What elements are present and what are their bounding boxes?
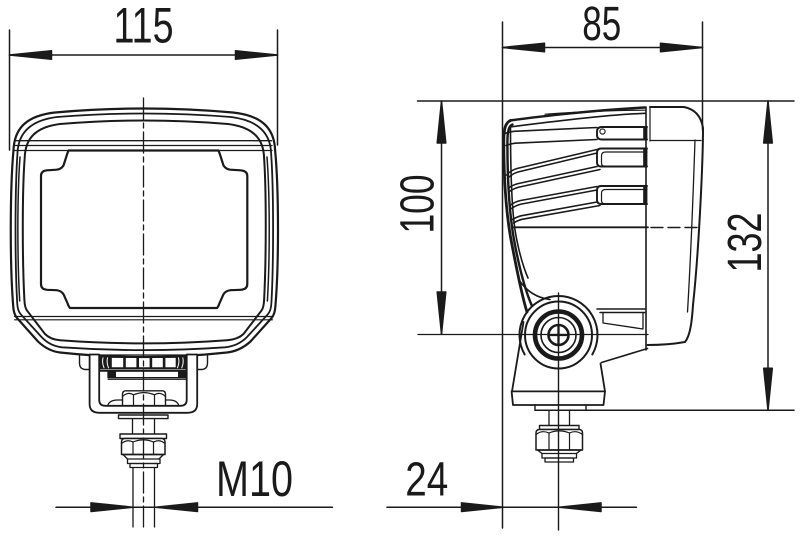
svg-text:85: 85 [582,0,621,51]
svg-text:100: 100 [392,175,445,234]
svg-text:M10: M10 [216,451,293,507]
svg-text:132: 132 [719,213,772,273]
svg-text:24: 24 [405,454,448,507]
svg-text:115: 115 [114,0,174,54]
